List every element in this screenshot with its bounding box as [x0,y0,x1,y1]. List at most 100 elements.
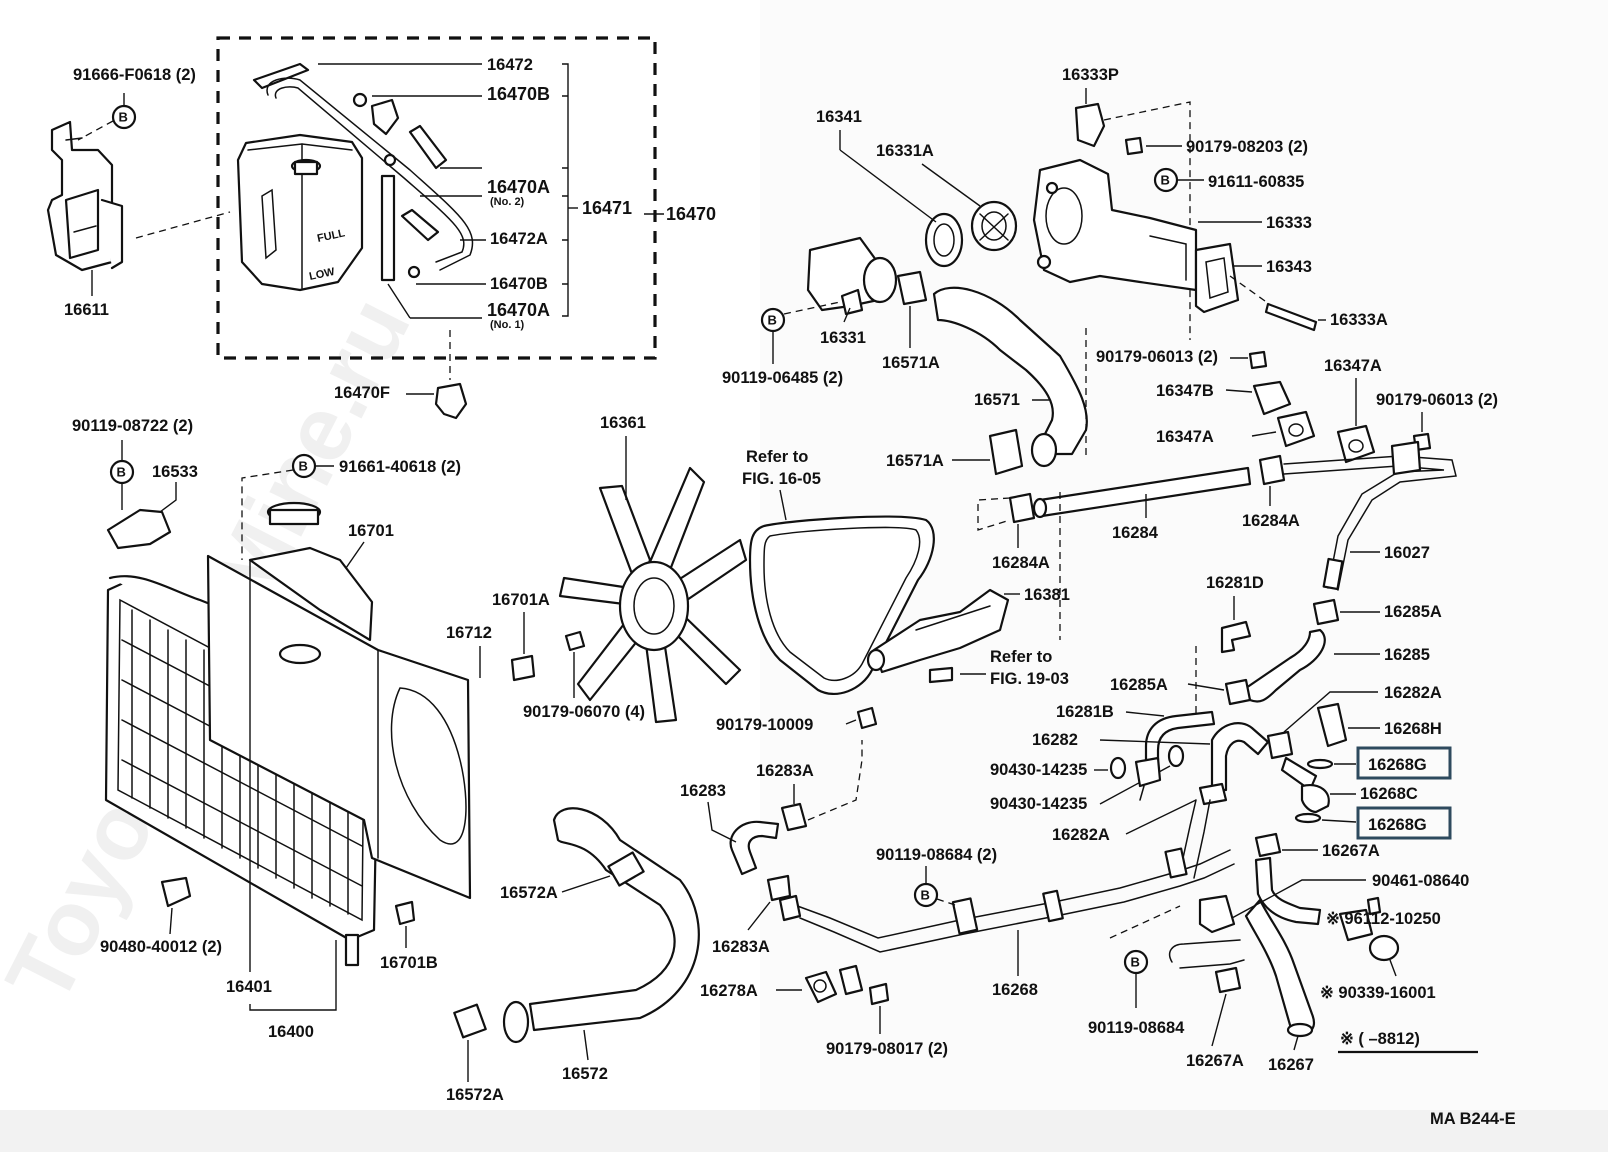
gasket-16268g-lower-part [1294,812,1322,824]
label-16470a-no1: 16470A [487,300,550,320]
clamp-16283a-upper-part [780,802,808,832]
label-16281b: 16281B [1056,703,1114,721]
b-marker-1-label: B [119,110,128,125]
heater-pipe-lower-part [1168,939,1245,969]
label-16701b: 16701B [380,954,438,972]
label-16470a-no2-sub: (No. 2) [490,196,525,208]
radiator-lower-hose-16572-part [453,807,700,1044]
label-16571a-lower: 16571A [886,452,944,470]
clip-16701b-part [394,900,416,926]
water-bypass-pipe-16027-part [1283,440,1457,591]
plate-16347b-part [1252,380,1292,416]
reservoir-hoses-part [252,62,474,282]
water-hose-16283-part [729,820,780,876]
label-16472a: 16472A [490,230,548,248]
clamp-16285a-upper-part [1312,598,1340,626]
label-16281d: 16281D [1206,574,1264,592]
v-belt-part [748,515,935,695]
b-marker-5-label: B [768,313,777,328]
label-16285a-upper: 16285A [1384,603,1442,621]
label-16472: 16472 [487,56,533,74]
idler-16381-part [866,588,1010,674]
label-16400: 16400 [268,1023,314,1041]
union-16281b-part [1144,710,1216,762]
label-16611: 16611 [64,301,109,319]
label-16268c: 16268C [1360,785,1418,803]
nut-90179-06070-part [564,630,586,652]
radiator-tank-16701-part [248,546,374,642]
water-hose-16267-part [1244,856,1322,1038]
reservoir-group-dashed-box [216,36,657,360]
highlight-box-16268g-lower[interactable] [1356,806,1452,840]
clamp-90461-08640-part [1198,894,1236,934]
water-hose-16284-part [1038,466,1252,518]
label-16268h: 16268H [1384,720,1442,738]
label-16470: 16470 [666,204,716,224]
clip-16701a-part [510,654,536,682]
label-16283a-lower: 16283A [712,938,770,956]
nut-90179-06013-left-part [1248,350,1268,370]
label-16268: 16268 [992,981,1038,999]
cooling-fan-16361-part [558,466,748,724]
label-16701: 16701 [348,522,394,540]
label-16283: 16283 [680,782,726,800]
label-16571: 16571 [974,391,1020,409]
label-90179-10009: 90179-10009 [716,716,813,734]
label-16470b-upper: 16470B [487,84,550,104]
b-marker-2-label: B [117,465,126,480]
radiator-upper-hose-16571-part [932,286,1088,468]
label-16401: 16401 [226,978,272,996]
label-91661-40618: 91661-40618 (2) [339,458,461,476]
label-16470a-no1-sub: (No. 1) [490,319,525,331]
refer-fig-19-03: FIG. 19-03 [990,670,1069,688]
label-90179-06013-left: 90179-06013 (2) [1096,348,1218,366]
label-91666-f0618: 91666-F0618 (2) [73,66,196,84]
label-90179-06013-right: 90179-06013 (2) [1376,391,1498,409]
label-90179-08017: 90179-08017 (2) [826,1040,948,1058]
clamp-16283a-lower-part [766,874,792,902]
clamp-16285a-lower-part [1224,678,1252,706]
refer-fig-16-05: FIG. 16-05 [742,470,821,488]
label-16712: 16712 [446,624,492,642]
refer-to-label-1: Refer to [746,448,808,466]
union-16281d-part [1220,620,1252,654]
label-16361: 16361 [600,414,646,432]
label-16268g-lower: 16268G [1368,816,1427,834]
gasket-16341-part [924,212,964,268]
label-90119-08722: 90119-08722 (2) [72,417,193,435]
label-16284a-left: 16284A [992,554,1050,572]
clamp-16284a-right-part [1258,454,1286,486]
label-16470a-no2: 16470A [487,177,550,197]
clamp-16282a-upper-part [1266,730,1294,760]
fan-shroud-16712-part [206,554,472,900]
label-16470f: 16470F [334,384,390,402]
label-16267: 16267 [1268,1056,1314,1074]
label-16471: 16471 [582,198,632,218]
clamp-16282a-lower-part [1198,782,1228,806]
label-16347a-left: 16347A [1156,428,1214,446]
label-16701a: 16701A [492,591,550,609]
label-90430-14235-a: 90430-14235 [990,761,1087,779]
label-16347b: 16347B [1156,382,1214,400]
union-16268h-part [1316,702,1348,748]
label-91611-60835: 91611-60835 [1208,173,1304,191]
label-16331a: 16331A [876,142,934,160]
clamp-16571a-upper-part [896,270,928,306]
tank-low-mark: LOW [308,266,336,283]
radiator-support-16533-part [106,508,172,550]
label-16284: 16284 [1112,524,1159,542]
flange-part [838,964,864,996]
label-90119-08684: 90119-08684 [1088,1019,1185,1037]
bolt-90179-10009-part [856,706,878,730]
gasket-16347a-right-part [1336,424,1376,464]
figure-code: MA B244-E [1430,1110,1516,1128]
label-90119-06485: 90119-06485 (2) [722,369,843,387]
label-16333p: 16333P [1062,66,1119,84]
label-16282a-lower: 16282A [1052,826,1110,844]
label-16572a-lower: 16572A [446,1086,504,1104]
label-16267a-lower: 16267A [1186,1052,1244,1070]
highlight-box-16268g-upper[interactable] [1356,746,1452,780]
label-90179-06070: 90179-06070 (4) [523,703,645,721]
applicability-note: ※ ( –8812) [1340,1030,1420,1048]
